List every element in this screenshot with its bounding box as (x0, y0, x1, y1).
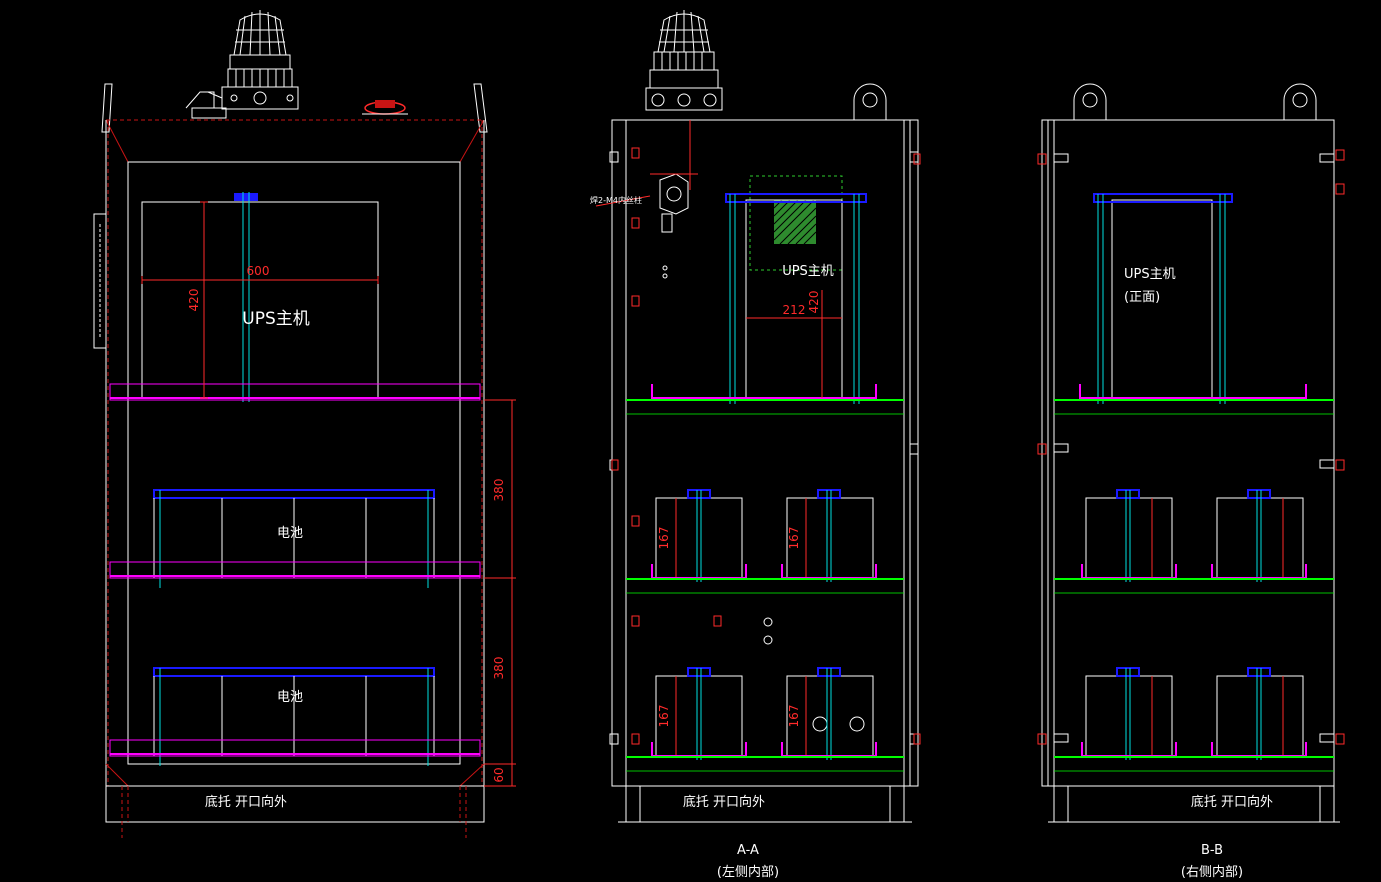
ups-dimensions (141, 201, 379, 399)
front-ups-label: UPS主机 (242, 309, 310, 329)
front-battery-label-1: 电池 (277, 526, 303, 541)
section-a-dim-height: 420 (807, 291, 821, 314)
ups-unit (109, 192, 481, 402)
front-right-dimensions (484, 399, 516, 787)
cabinet-b (1041, 119, 1340, 823)
section-a-ups-label: UPS主机 (782, 264, 834, 279)
front-dim-width: 600 (247, 264, 270, 278)
front-dim-height: 420 (187, 289, 201, 312)
section-a-subtitle: (左侧内部) (717, 864, 779, 880)
beacon-light (185, 10, 299, 119)
front-battery-label-2: 电池 (277, 690, 303, 705)
ups-unit-b (1054, 193, 1334, 415)
section-b-title: B-B (1201, 843, 1223, 858)
battery-shelf-2 (109, 667, 481, 766)
batteries-row-2-b (1054, 667, 1334, 772)
section-a-dim-width: 212 (783, 303, 806, 317)
beacon-light-a (645, 10, 723, 111)
section-a-battery-dim-1: 167 (657, 527, 671, 550)
hinges-b (1053, 153, 1335, 743)
section-a-note: 焊2-M4内丝柱 (590, 195, 642, 205)
ups-unit-a (626, 193, 904, 415)
cabinet-frame (93, 83, 488, 838)
section-b-base-label: 底托 开口向外 (1191, 794, 1273, 810)
batteries-row-1-b (1054, 489, 1334, 594)
lifting-eyes-b (1073, 83, 1317, 120)
front-dim-base: 60 (492, 767, 506, 782)
battery-shelf-1 (109, 489, 481, 588)
front-base-label: 底托 开口向外 (205, 794, 287, 810)
vent-cap (362, 100, 408, 115)
hinge-marks-b (1037, 149, 1345, 745)
cabinet-a (611, 119, 919, 823)
section-b-view: UPS主机 (正面) (1037, 83, 1345, 880)
section-a-view: 焊2-M4内丝柱 UPS主机 212 420 (590, 10, 921, 880)
section-b-ups-label: UPS主机 (1124, 267, 1176, 282)
section-a-base-label: 底托 开口向外 (683, 794, 765, 810)
ups-dimensions-a (746, 290, 842, 398)
front-view: 600 420 UPS主机 电池 (93, 10, 516, 838)
section-a-battery-dim-3: 167 (657, 705, 671, 728)
section-a-battery-dim-4: 167 (787, 705, 801, 728)
section-b-subtitle: (右侧内部) (1181, 864, 1243, 880)
batteries-row-1-a (626, 489, 904, 594)
batteries-row-2-a (626, 617, 904, 772)
lifting-eye-a (853, 83, 887, 120)
front-dim-shelf-2: 380 (492, 657, 506, 680)
section-a-title: A-A (737, 843, 759, 858)
hinge-marks-a (611, 147, 921, 745)
front-dim-shelf-1: 380 (492, 479, 506, 502)
connector-gland (595, 120, 698, 279)
section-b-ups-sublabel: (正面) (1124, 290, 1160, 305)
section-a-battery-dim-2: 167 (787, 527, 801, 550)
